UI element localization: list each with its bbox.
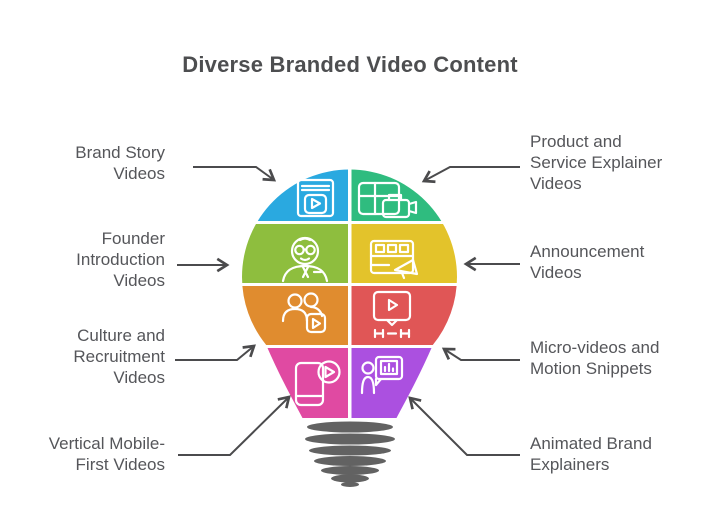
- label-animated-explainers: Animated Brand Explainers: [530, 434, 652, 474]
- label-announcement: Announcement Videos: [530, 242, 645, 282]
- label-founder-intro: Founder Introduction Videos: [76, 229, 165, 290]
- book-play-icon: [296, 178, 335, 218]
- founder-avatar-icon: [281, 236, 329, 283]
- page-title: Diverse Branded Video Content: [182, 52, 518, 77]
- label-product-explainer: Product and Service Explainer Videos: [530, 132, 663, 193]
- base-thread: [314, 456, 386, 466]
- base-thread: [331, 474, 369, 483]
- base-tip: [341, 482, 359, 487]
- team-play-icon: [281, 292, 327, 334]
- video-message-trim-icon: [372, 290, 412, 339]
- bulb-segments: [242, 169, 457, 418]
- arrow-culture-recruitment: [175, 344, 256, 361]
- presenter-bubble-icon: [360, 355, 404, 395]
- base-thread: [307, 421, 393, 433]
- arrow-animated-explainers: [408, 396, 520, 456]
- base-thread: [305, 433, 395, 445]
- segment-announcement: [351, 224, 457, 283]
- arrow-brand-story: [193, 166, 277, 182]
- label-culture-recruitment: Culture and Recruitment Videos: [73, 326, 165, 387]
- filmstrip-megaphone-icon: [369, 239, 419, 280]
- label-vertical-mobile: Vertical Mobile- First Videos: [48, 434, 165, 474]
- label-arrows: [175, 166, 520, 456]
- label-brand-story: Brand Story Videos: [75, 143, 165, 183]
- mobile-play-icon: [294, 360, 341, 407]
- segment-animated-explainers: [351, 348, 457, 418]
- bulb-base: [305, 421, 395, 487]
- arrow-product-explainer: [421, 166, 520, 184]
- segment-micro-videos: [351, 286, 457, 345]
- segment-culture-recruitment: [242, 286, 348, 345]
- base-thread: [321, 466, 379, 475]
- label-micro-videos: Micro-videos and Motion Snippets: [530, 338, 660, 378]
- screens-camera-icon: [357, 181, 418, 219]
- arrow-micro-videos: [441, 347, 520, 361]
- base-thread: [309, 445, 391, 456]
- segment-founder-intro: [242, 224, 348, 283]
- segment-brand-story: [242, 169, 348, 221]
- arrow-vertical-mobile: [178, 395, 291, 456]
